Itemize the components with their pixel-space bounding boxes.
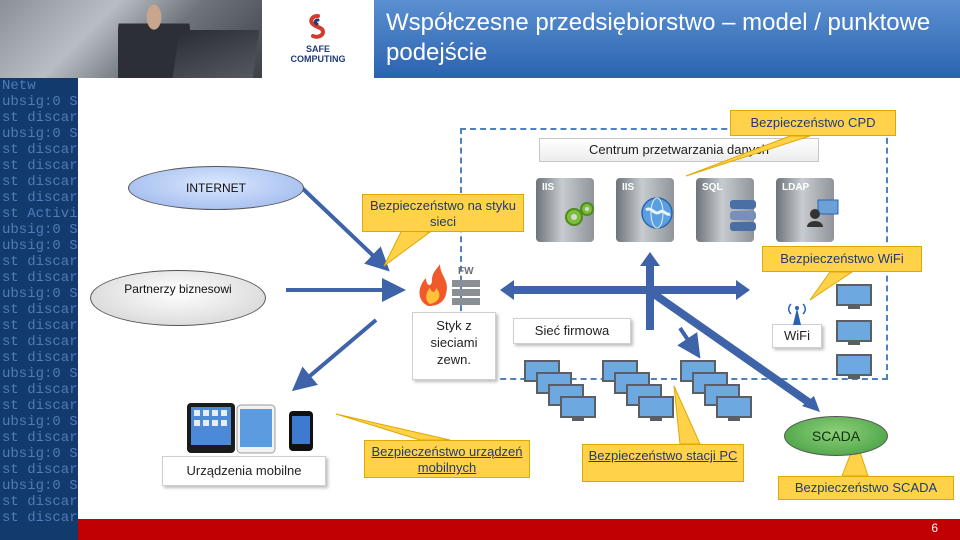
code-strip-line: st discar (2, 158, 78, 174)
wifi-client-monitor-icon (836, 320, 872, 345)
code-strip-line: ubsig:0 S (2, 222, 78, 238)
database-icon (730, 200, 756, 231)
callout-wifi-security: Bezpieczeństwo WiFi (762, 246, 922, 272)
code-strip-line: st discar (2, 110, 78, 126)
company-logo: SAFE COMPUTING (262, 0, 374, 78)
arrow-net-down (677, 326, 701, 359)
code-strip-line: ubsig:0 S (2, 446, 78, 462)
callout-workstation-security: Bezpieczeństwo stacji PC (582, 444, 744, 482)
server-iis-2: IIS (616, 178, 674, 242)
workstation-monitor-icon (716, 396, 752, 421)
workstation-monitor-icon (638, 396, 674, 421)
code-strip-line: st discar (2, 142, 78, 158)
user-directory-icon (807, 199, 839, 227)
callout-scada-security: Bezpieczeństwo SCADA (778, 476, 954, 500)
arrow-to-scada (651, 290, 817, 410)
server-iis-1: IIS (536, 178, 594, 242)
code-strip-line: st discar (2, 190, 78, 206)
code-strip-line: ubsig:0 S (2, 286, 78, 302)
code-strip-line: ubsig:0 S (2, 126, 78, 142)
code-strip-line: st discar (2, 318, 78, 334)
server-ldap: LDAP (776, 178, 839, 242)
wifi-client-monitor-icon (836, 284, 872, 309)
code-strip-line: st discar (2, 270, 78, 286)
firewall-icon: FW (419, 264, 480, 306)
safe-computing-logo-icon (309, 14, 326, 39)
code-strip-line: ubsig:0 S (2, 94, 78, 110)
code-strip-line: st discar (2, 382, 78, 398)
code-strip-line: st Activity (2, 206, 78, 222)
mobile-devices-label: Urządzenia mobilne (162, 456, 326, 486)
globe-icon (641, 197, 673, 229)
arrow-fw-mobile (291, 318, 378, 392)
callout-datacenter-security: Bezpieczeństwo CPD (730, 110, 896, 136)
internet-cloud: INTERNET (128, 166, 304, 210)
styk-label: Styk z sieciami zewn. (412, 312, 496, 380)
code-strip-line: st discar (2, 430, 78, 446)
wifi-client-monitor-icon (836, 354, 872, 379)
wifi-label: WiFi (772, 324, 822, 348)
slide-title: Współczesne przedsiębiorstwo – model / p… (374, 0, 960, 78)
code-strip-line: st discar (2, 254, 78, 270)
code-strip-line: st discar (2, 462, 78, 478)
code-strip-line: Netw (2, 78, 36, 94)
smartphone-icon (289, 411, 313, 451)
logo-text-computing: COMPUTING (290, 54, 346, 64)
scada-cloud: SCADA (784, 416, 888, 456)
code-strip-line: ubsig:0 S (2, 238, 78, 254)
code-strip-line: ubsig:0 S (2, 414, 78, 430)
arrow-internet-fw (298, 184, 390, 272)
code-strip-line: st discar (2, 174, 78, 190)
code-strip-line: st discar (2, 510, 78, 526)
partners-cloud: Partnerzy biznesowi (90, 270, 266, 326)
wifi-antenna-icon (788, 303, 806, 325)
callout-network-edge-security: Bezpieczeństwo na styku sieci (362, 194, 524, 232)
server-label: SQL (702, 182, 723, 193)
code-strip-line: st discar (2, 494, 78, 510)
corporate-network-label: Sieć firmowa (513, 318, 631, 344)
code-strip-line: ubsig:0 S (2, 478, 78, 494)
data-center-label: Centrum przetwarzania danych (539, 138, 819, 162)
callout-mobile-security: Bezpieczeństwo urządzeń mobilnych (364, 440, 530, 478)
tablet-icon (187, 403, 235, 453)
server-label: IIS (542, 182, 555, 193)
logo-text-safe: SAFE (305, 44, 330, 54)
page-number: 6 (931, 521, 938, 535)
server-label: LDAP (782, 182, 810, 193)
workstation-monitor-icon (560, 396, 596, 421)
header-photo (0, 0, 262, 78)
code-strip-line: st discar (2, 398, 78, 414)
gears-icon (565, 202, 594, 226)
tablet-white-icon (236, 404, 276, 454)
footer-bar (78, 519, 960, 540)
code-strip-line: st discar (2, 350, 78, 366)
firewall-label: FW (458, 266, 474, 277)
code-strip-line: st discar (2, 302, 78, 318)
code-strip-line: st discar (2, 334, 78, 350)
code-strip-line: ubsig:0 S (2, 366, 78, 382)
server-sql: SQL (696, 178, 756, 242)
server-label: IIS (622, 182, 635, 193)
